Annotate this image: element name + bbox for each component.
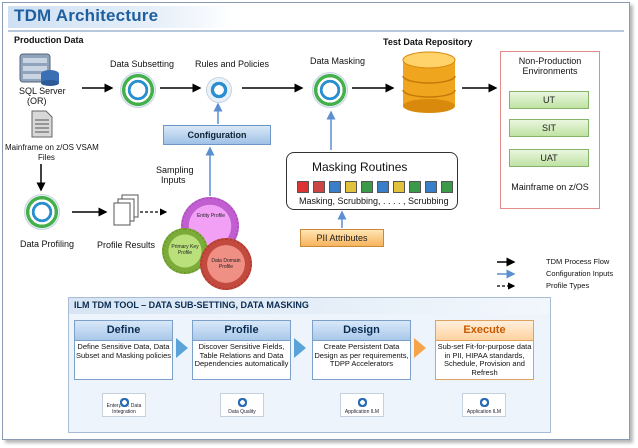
ilm-title: ILM TDM TOOL – DATA SUB-SETTING, DATA MA… (74, 300, 309, 310)
phase-arrow-2 (294, 338, 306, 358)
production-data-label: Production Data (14, 35, 84, 45)
mainframe-file-icon (31, 110, 53, 138)
data-domain-profile-label: Data Domain Profile (211, 258, 241, 270)
sampling-label: Sampling (156, 165, 194, 175)
env-mainframe-label: Mainframe on z/OS (511, 182, 589, 192)
logo-label-3: Application ILM (344, 409, 380, 415)
profile-results-icon (113, 194, 139, 226)
routine-icon-10 (441, 181, 453, 193)
legend-profile-label: Profile Types (546, 281, 590, 290)
env-sit: SIT (509, 119, 589, 137)
entity-profile-label: Entity Profile (196, 213, 226, 219)
rules-policies-label: Rules and Policies (195, 59, 270, 69)
configuration-box: Configuration (163, 125, 271, 145)
data-subsetting-gear-icon (120, 72, 156, 108)
profile-results-label: Profile Results (97, 240, 156, 250)
phase-execute-desc: Sub-set Fit-for-purpose data in PII, HIP… (435, 341, 534, 380)
phase-profile-desc: Discover Sensitive Fields, Table Relatio… (192, 341, 291, 380)
data-masking-label: Data Masking (310, 56, 366, 66)
phase-execute-header: Execute (435, 320, 534, 341)
database-icon (402, 51, 456, 113)
pii-attributes-box: PII Attributes (300, 229, 384, 247)
sql-server-or-label: (OR) (27, 96, 47, 106)
edi-logo-icon (119, 397, 130, 408)
logo-application-ilm-1: Application ILM (340, 393, 384, 417)
non-production-title: Non-Production (518, 56, 582, 66)
sql-server-label: SQL Server (19, 86, 66, 96)
masking-routines-title: Masking Routines (312, 160, 408, 174)
phase-design-desc: Create Persistent Data Design as per req… (312, 341, 411, 380)
routine-icon-4 (345, 181, 357, 193)
test-data-repository-label: Test Data Repository (383, 37, 473, 47)
env-uat: UAT (509, 149, 589, 167)
rules-policies-icon (206, 77, 232, 103)
page-title: TDM Architecture (14, 6, 159, 25)
data-domain-profile-gear-icon (200, 238, 252, 290)
phase-design-header: Design (312, 320, 411, 341)
logo-label-2: Data Quality (228, 409, 256, 415)
dq-logo-icon (237, 397, 248, 408)
mainframe-files-label: Files (38, 153, 55, 162)
phase-arrow-1 (176, 338, 188, 358)
routine-icon-9 (425, 181, 437, 193)
env-ut: UT (509, 91, 589, 109)
routine-icon-3 (329, 181, 341, 193)
ilm-logo-icon-1 (357, 397, 368, 408)
sampling-inputs-label: Inputs (161, 175, 186, 185)
phase-arrow-3 (414, 338, 426, 358)
title-bar (8, 6, 234, 28)
mainframe-label: Mainframe on z/OS VSAM (5, 143, 99, 152)
legend-flow-label: TDM Process Flow (546, 257, 610, 266)
phase-define-desc: Define Sensitive Data, Data Subset and M… (74, 341, 173, 380)
phase-define-header: Define (74, 320, 173, 341)
data-subsetting-label: Data Subsetting (110, 59, 175, 69)
title-divider (8, 30, 624, 32)
masking-routines-list: Masking, Scrubbing, . . . . , Scrubbing (299, 196, 449, 206)
routine-icon-5 (361, 181, 373, 193)
routine-icon-8 (409, 181, 421, 193)
data-profiling-gear-icon (24, 194, 60, 230)
primary-key-profile-label: Primary Key Profile (171, 244, 199, 256)
legend-config-label: Configuration Inputs (546, 269, 614, 278)
logo-label-4: Application ILM (466, 409, 502, 415)
logo-enterprise-data-integration: Enterprise Data Integration (102, 393, 146, 417)
routine-icon-1 (297, 181, 309, 193)
logo-data-quality: Data Quality (220, 393, 264, 417)
logo-application-ilm-2: Application ILM (462, 393, 506, 417)
routine-icon-2 (313, 181, 325, 193)
routine-icon-6 (377, 181, 389, 193)
ilm-logo-icon-2 (479, 397, 490, 408)
phase-profile-header: Profile (192, 320, 291, 341)
data-profiling-label: Data Profiling (20, 239, 75, 249)
non-production-subtitle: Environments (522, 66, 578, 76)
routine-icon-7 (393, 181, 405, 193)
data-masking-gear-icon (312, 72, 348, 108)
sql-server-icon (19, 53, 59, 86)
ilm-title-bar (69, 298, 550, 314)
